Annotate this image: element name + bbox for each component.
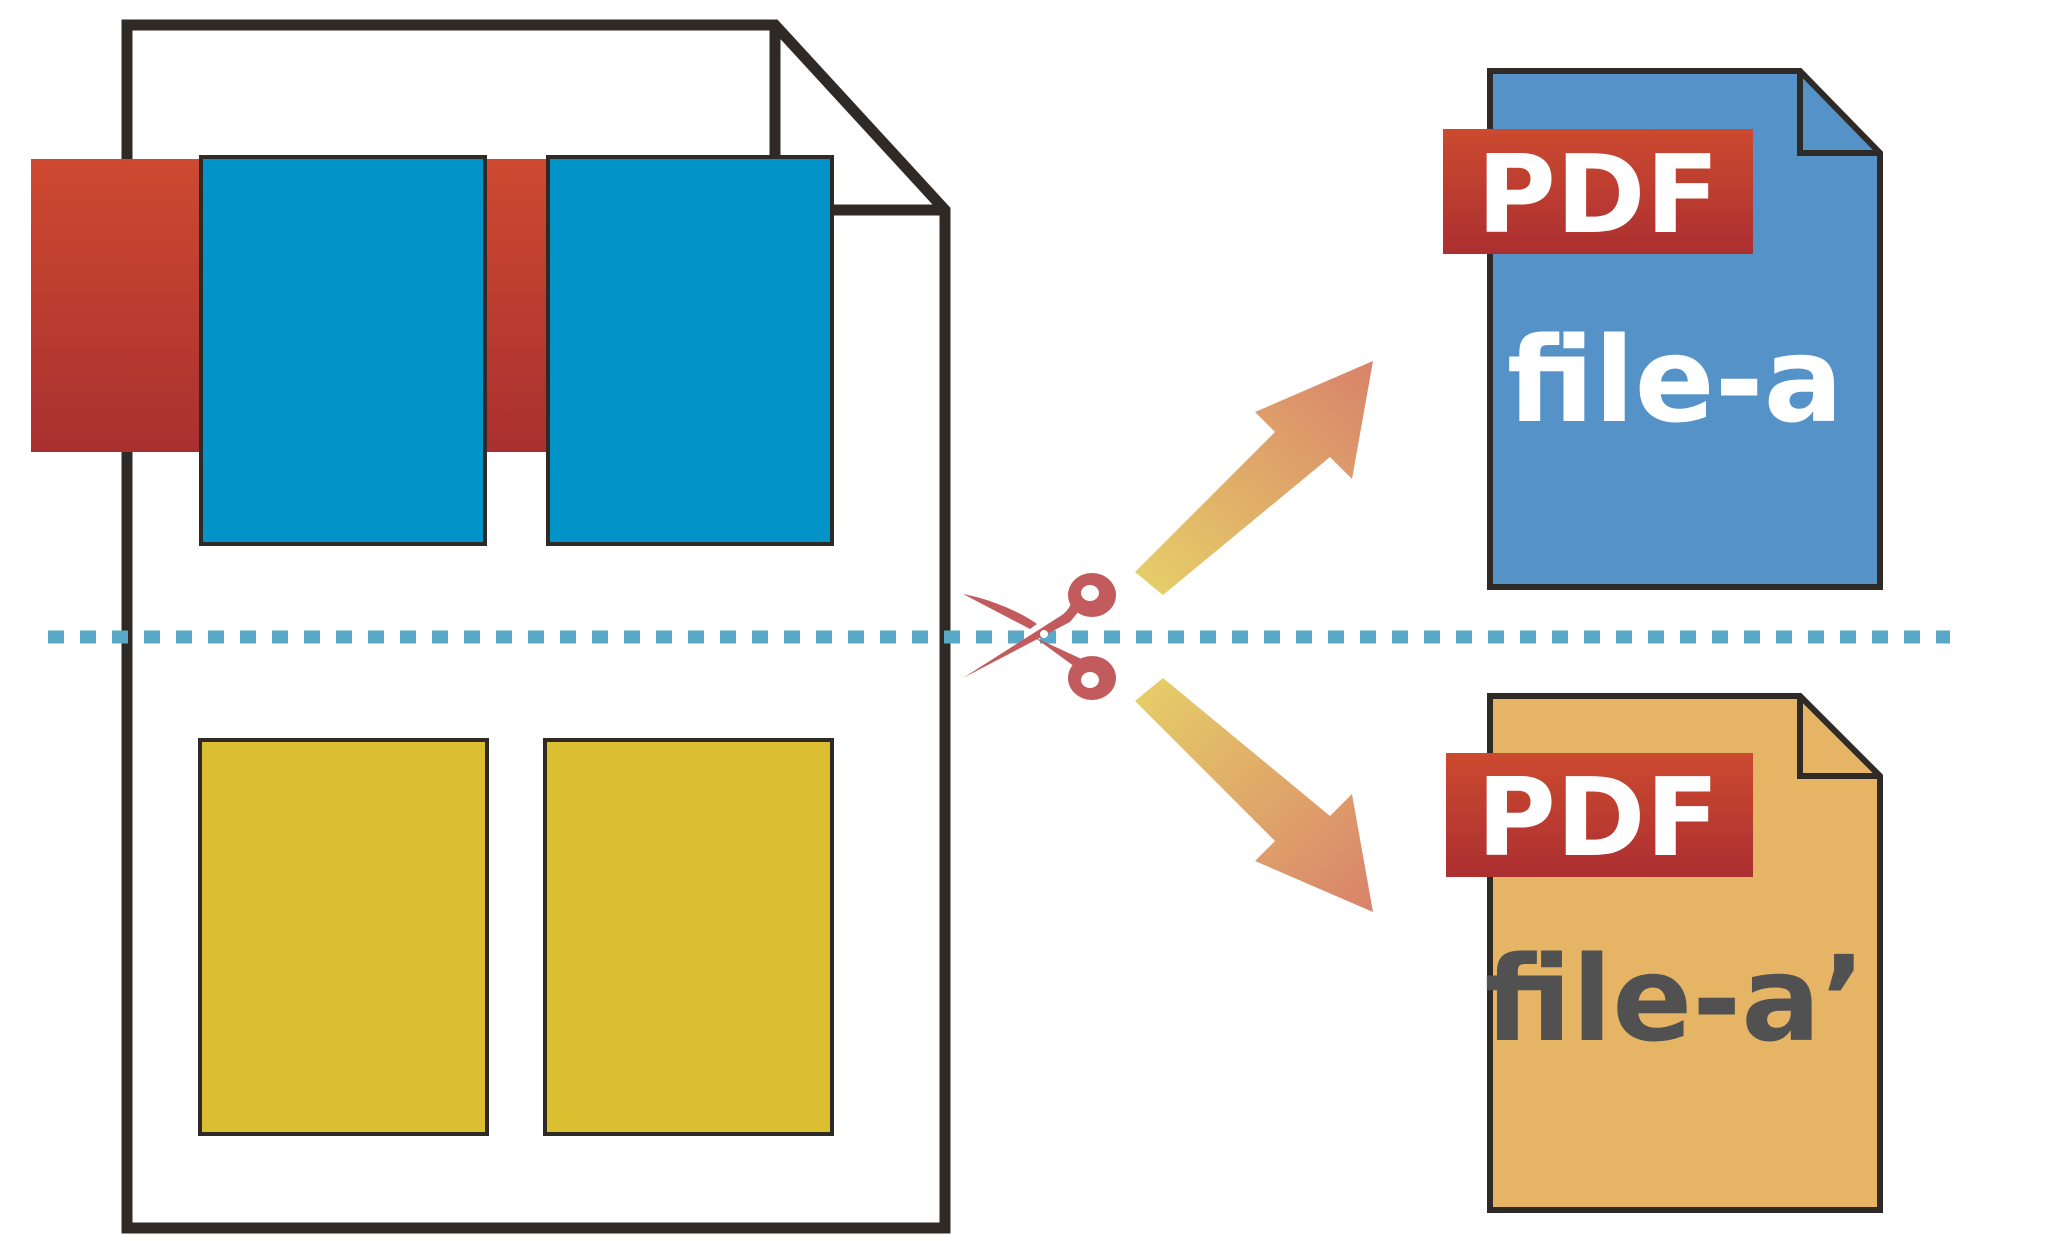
blue-block-left bbox=[199, 155, 487, 546]
arrow-up-right-icon bbox=[1135, 361, 1373, 595]
file-a-prime-pdf-badge bbox=[1446, 753, 1753, 877]
file-a-name: file-a bbox=[1507, 311, 1844, 449]
file-a-prime-fold bbox=[1797, 696, 1880, 779]
file-a-fold bbox=[1797, 71, 1880, 156]
output-file-a-prime: PDF file-a’ bbox=[1446, 693, 1883, 1213]
blue-block-right bbox=[546, 155, 834, 546]
yellow-block-right bbox=[543, 738, 834, 1136]
arrow-down-right-icon bbox=[1135, 678, 1373, 912]
output-file-a: PDF file-a bbox=[1443, 68, 1883, 590]
scissors-icon bbox=[963, 573, 1116, 700]
file-a-prime-name: file-a’ bbox=[1484, 930, 1865, 1068]
yellow-block-left bbox=[198, 738, 489, 1136]
file-a-pdf-badge bbox=[1443, 129, 1753, 254]
file-a-prime-pdf-label: PDF bbox=[1477, 756, 1720, 881]
file-a-pdf-label: PDF bbox=[1477, 133, 1720, 258]
